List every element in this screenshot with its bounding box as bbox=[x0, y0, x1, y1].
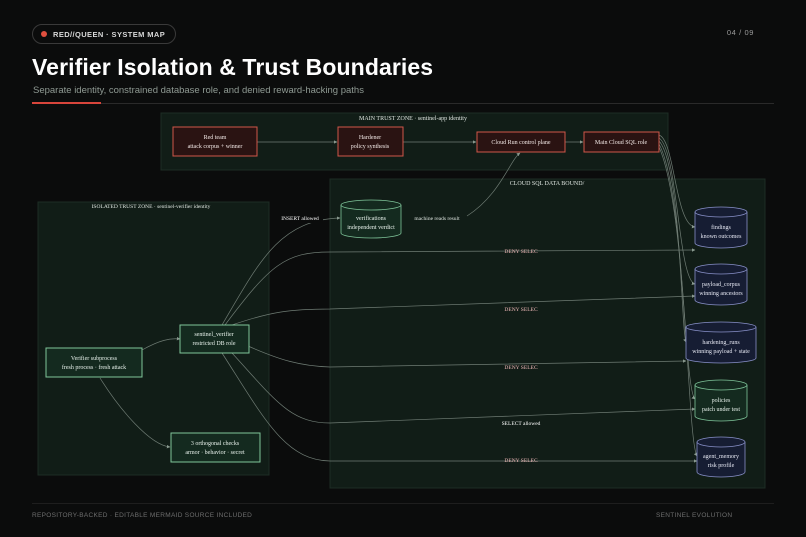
edge-label-deny-findings: DENY SELEC bbox=[504, 249, 538, 255]
footer-divider bbox=[32, 503, 774, 504]
cloud-sql-zone-label: CLOUD SQL DATA BOUND/ bbox=[510, 181, 585, 187]
edge-label-deny-payload: DENY SELEC bbox=[504, 307, 538, 313]
svg-text:patch under test: patch under test bbox=[702, 407, 740, 413]
db-payload-corpus: payload_corpus winning ancestors bbox=[694, 263, 748, 306]
title-divider bbox=[32, 103, 774, 104]
svg-text:fresh process · fresh attack: fresh process · fresh attack bbox=[62, 364, 126, 371]
svg-text:agent_memory: agent_memory bbox=[703, 454, 739, 460]
svg-text:hardening_runs: hardening_runs bbox=[702, 340, 740, 346]
svg-text:restricted DB role: restricted DB role bbox=[193, 341, 236, 347]
node-hardener: Hardener policy synthesis bbox=[337, 126, 404, 157]
edge-verifier-memory bbox=[221, 352, 698, 463]
footer-source-note: REPOSITORY-BACKED · EDITABLE MERMAID SOU… bbox=[32, 512, 253, 519]
page-title: Verifier Isolation & Trust Boundaries bbox=[32, 54, 434, 80]
svg-text:Hardener: Hardener bbox=[359, 135, 381, 141]
title-accent-bar bbox=[32, 102, 101, 104]
node-verifications: verifications independent verdict bbox=[340, 199, 402, 239]
svg-text:Red team: Red team bbox=[204, 135, 227, 141]
db-hardening-runs: hardening_runs winning payload + state bbox=[685, 321, 757, 364]
svg-text:verifications: verifications bbox=[356, 215, 387, 222]
svg-text:sentinel_verifier: sentinel_verifier bbox=[194, 331, 233, 338]
svg-text:armor · behavior · secret: armor · behavior · secret bbox=[185, 450, 245, 456]
edge-verifier-payload bbox=[231, 294, 696, 326]
footer-brand: SENTINEL EVOLUTION bbox=[656, 512, 733, 519]
page-subtitle: Separate identity, constrained database … bbox=[33, 85, 364, 96]
edge-label-deny-memory: DENY SELEC bbox=[504, 458, 538, 464]
edge-subprocess-verifier bbox=[141, 336, 181, 351]
svg-text:policy synthesis: policy synthesis bbox=[351, 144, 390, 150]
svg-text:3 orthogonal checks: 3 orthogonal checks bbox=[191, 441, 240, 447]
svg-text:policies: policies bbox=[712, 398, 731, 404]
main-trust-zone-label: MAIN TRUST ZONE · sentinel-app identity bbox=[359, 116, 467, 122]
svg-text:winning ancestors: winning ancestors bbox=[699, 291, 743, 297]
svg-text:winning payload + state: winning payload + state bbox=[692, 349, 750, 355]
edge-label-machine-reads: machine reads result bbox=[414, 216, 460, 222]
edge-label-select-allowed: SELECT allowed bbox=[502, 421, 541, 427]
page-number: 04 / 09 bbox=[726, 28, 754, 37]
edge-subprocess-checks bbox=[99, 377, 171, 449]
edge-sqlrole-payload bbox=[658, 137, 696, 285]
svg-text:findings: findings bbox=[711, 224, 731, 231]
node-main-sql-role: Main Cloud SQL role bbox=[583, 131, 660, 153]
insert-label-bg bbox=[277, 213, 323, 223]
edge-verifier-policies bbox=[231, 352, 696, 424]
svg-text:Cloud Run control plane: Cloud Run control plane bbox=[491, 140, 550, 146]
svg-text:Main Cloud SQL role: Main Cloud SQL role bbox=[595, 140, 648, 146]
node-red-team: Red team attack corpus + winner bbox=[172, 126, 258, 157]
edge-sqlrole-findings bbox=[658, 134, 696, 229]
svg-text:independent verdict: independent verdict bbox=[347, 225, 395, 231]
svg-text:attack corpus + winner: attack corpus + winner bbox=[188, 144, 243, 150]
edge-verifications-controlplane bbox=[466, 152, 521, 217]
node-sentinel-verifier: sentinel_verifier restricted DB role bbox=[179, 324, 250, 354]
status-dot-icon bbox=[41, 31, 47, 37]
badge-label: RED//QUEEN · SYSTEM MAP bbox=[53, 29, 166, 39]
node-orthogonal-checks: 3 orthogonal checks armor · behavior · s… bbox=[170, 432, 261, 463]
svg-text:payload_corpus: payload_corpus bbox=[702, 282, 741, 288]
edge-label-deny-hardening: DENY SELEC bbox=[504, 365, 538, 371]
node-verifier-subprocess: Verifier subprocess fresh process · fres… bbox=[45, 347, 143, 378]
db-policies: policies patch under test bbox=[694, 379, 748, 422]
edge-label-insert-allowed: INSERT allowed bbox=[281, 216, 319, 222]
node-control-plane: Cloud Run control plane bbox=[476, 131, 566, 153]
section-badge: RED//QUEEN · SYSTEM MAP bbox=[32, 24, 177, 44]
edge-sqlrole-memory bbox=[658, 146, 698, 457]
db-agent-memory: agent_memory risk profile bbox=[696, 436, 746, 478]
svg-text:Verifier subprocess: Verifier subprocess bbox=[71, 355, 118, 362]
db-findings: findings known outcomes bbox=[694, 206, 748, 249]
svg-text:risk profile: risk profile bbox=[708, 462, 735, 469]
edge-verifier-hardening bbox=[247, 345, 687, 368]
edge-verifier-findings bbox=[224, 248, 696, 326]
isolated-trust-zone-label: ISOLATED TRUST ZONE · sentinel-verifier … bbox=[92, 203, 211, 210]
svg-text:known outcomes: known outcomes bbox=[701, 234, 742, 240]
